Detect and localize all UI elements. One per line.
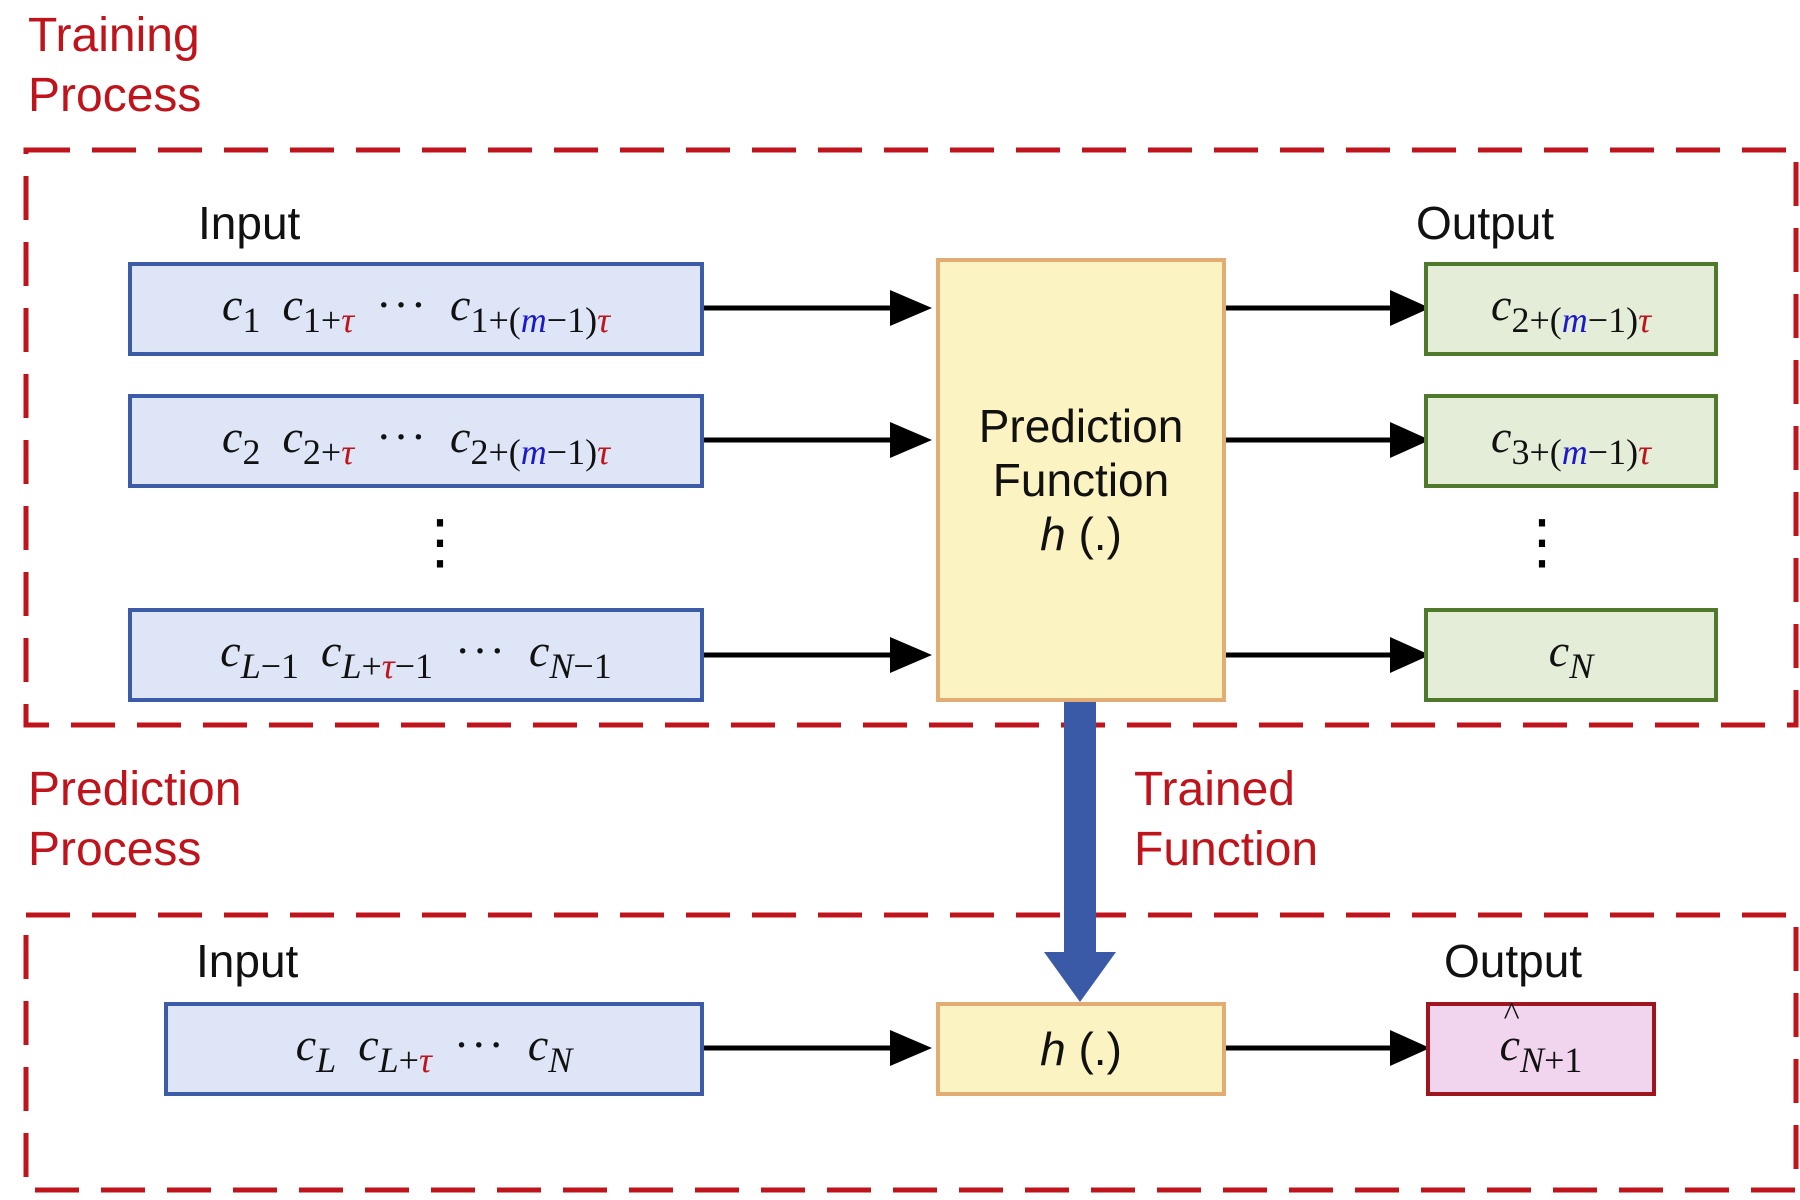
math-term: cL	[295, 1018, 337, 1080]
math-term: c1+τ	[282, 278, 355, 340]
math-term: cN	[1548, 624, 1594, 686]
input-row-3-expression: cL−1 cL+τ−1 ··· cN−1	[220, 624, 611, 687]
math-term: c2+τ	[282, 410, 355, 472]
math-term: c1	[222, 278, 261, 340]
ellipsis-symbol: ···	[455, 624, 507, 676]
output-row-2-expression: c3+(m−1)τ	[1491, 410, 1651, 473]
function-line1: Prediction	[978, 400, 1184, 452]
function-args: (.)	[1065, 508, 1122, 560]
prediction-function-text: Prediction Function h (.)	[979, 399, 1184, 561]
ellipsis-symbol: ···	[376, 410, 429, 462]
output-row-1-expression: c2+(m−1)τ	[1491, 278, 1651, 341]
math-term: c2	[222, 410, 261, 472]
training-label-line2: Process	[28, 69, 202, 122]
training-output-row-1: c2+(m−1)τ	[1424, 262, 1718, 356]
prediction-label-line2: Process	[28, 823, 202, 876]
trained-function-box: h (.)	[936, 1002, 1226, 1096]
prediction-output-box: cN+1	[1426, 996, 1656, 1096]
math-term: cL−1	[220, 624, 300, 686]
training-input-header: Input	[198, 197, 301, 249]
math-term: cN+1	[1500, 996, 1583, 1080]
ellipsis-symbol: ···	[376, 278, 429, 330]
prediction-process-frame	[23, 912, 1799, 1193]
training-process-label: Training Process	[28, 6, 201, 126]
output-ellipsis: ⋮	[1512, 507, 1572, 577]
function-symbol: h (.)	[979, 507, 1184, 561]
prediction-function-box: Prediction Function h (.)	[936, 258, 1226, 702]
function-line2: Function	[992, 454, 1170, 506]
math-term: cL+τ	[358, 1018, 432, 1080]
math-term: c2+(m−1)τ	[450, 410, 610, 472]
training-output-row-2: c3+(m−1)τ	[1424, 394, 1718, 488]
training-input-row-3: cL−1 cL+τ−1 ··· cN−1	[128, 608, 704, 702]
trained-function-arrow	[1044, 700, 1116, 1002]
input-ellipsis: ⋮	[410, 507, 470, 577]
prediction-input-expression: cL cL+τ ··· cN	[296, 1018, 573, 1081]
math-term: c3+(m−1)τ	[1491, 410, 1651, 472]
prediction-input-header: Input	[196, 935, 299, 987]
math-term: cL+τ−1	[321, 624, 433, 686]
output-row-3-expression: cN	[1549, 624, 1593, 687]
input-row-1-expression: c1 c1+τ ··· c1+(m−1)τ	[222, 278, 610, 341]
ellipsis-symbol: ···	[453, 1018, 506, 1070]
trained-function-h: h	[1040, 1023, 1066, 1075]
math-term: c2+(m−1)τ	[1491, 278, 1651, 340]
training-input-row-1: c1 c1+τ ··· c1+(m−1)τ	[128, 262, 704, 356]
input-row-2-expression: c2 c2+τ ··· c2+(m−1)τ	[222, 410, 610, 473]
trained-function-args: (.)	[1065, 1023, 1122, 1075]
trained-function-label: Trained Function	[1134, 760, 1318, 880]
prediction-input-box: cL cL+τ ··· cN	[164, 1002, 704, 1096]
prediction-output-expression: cN+1	[1500, 996, 1583, 1081]
function-h: h	[1040, 508, 1066, 560]
math-term: cN−1	[528, 624, 612, 686]
training-output-row-3: cN	[1424, 608, 1718, 702]
prediction-output-header: Output	[1444, 935, 1583, 987]
trained-label-line1: Trained	[1134, 763, 1295, 816]
training-input-row-2: c2 c2+τ ··· c2+(m−1)τ	[128, 394, 704, 488]
training-output-header: Output	[1416, 197, 1555, 249]
math-term: cN	[527, 1018, 573, 1080]
trained-label-line2: Function	[1134, 823, 1319, 876]
prediction-process-label: Prediction Process	[28, 760, 241, 880]
training-label-line1: Training	[28, 9, 200, 62]
prediction-label-line1: Prediction	[28, 763, 242, 816]
math-term: c1+(m−1)τ	[450, 278, 610, 340]
trained-function-text: h (.)	[1040, 1022, 1122, 1076]
training-process-frame	[23, 147, 1799, 728]
